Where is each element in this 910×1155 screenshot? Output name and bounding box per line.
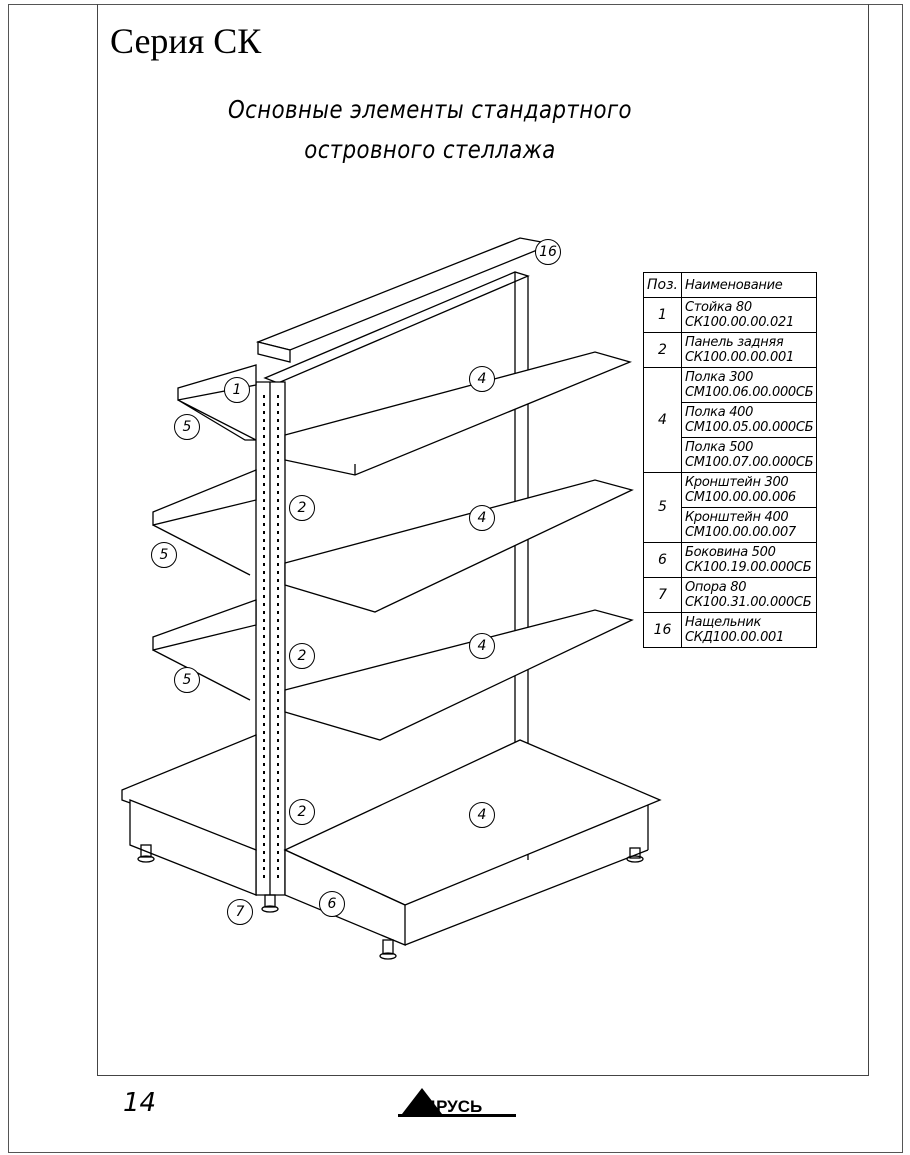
row-pos: 6 [643,542,682,578]
callout-4: 4 [469,505,495,531]
part-code: СК100.19.00.000СБ [685,560,812,575]
page-border [8,4,903,1153]
callout-4: 4 [469,633,495,659]
callout-2: 2 [289,643,315,669]
drawing-frame [97,4,869,1076]
callout-4: 4 [469,802,495,828]
part-name: Полка 400 [685,405,754,420]
table-header: Поз. Наименование [643,272,818,298]
row-pos: 2 [643,332,682,368]
callout-7: 7 [227,899,253,925]
callout-5: 5 [174,414,200,440]
part-code: СМ100.00.00.007 [685,525,796,540]
part-code: СК100.31.00.000СБ [685,595,812,610]
row-pos: 5 [643,472,682,543]
callout-16: 16 [535,239,561,265]
header-name: Наименование [680,272,818,298]
part-name: Стойка 80 [685,300,752,315]
part-name: Панель задняя [685,335,784,350]
part-name: Опора 80 [685,580,747,595]
row-pos: 4 [643,367,682,473]
subtitle-line-1: Основные элементы стандартного [228,95,632,124]
header-pos: Поз. [643,272,682,298]
page-number: 14 [123,1088,157,1118]
subtitle-line-2: островного стеллажа [304,135,556,164]
part-code: СМ100.06.00.000СБ [685,385,814,400]
part-code: СКД100.00.001 [685,630,784,645]
svg-text:ТДРУСЬ: ТДРУСЬ [414,1097,482,1116]
part-name: Полка 500 [685,440,754,455]
callout-6: 6 [319,891,345,917]
part-name: Боковина 500 [685,545,776,560]
row-pos: 7 [643,577,682,613]
callout-1: 1 [224,377,250,403]
part-code: СМ100.07.00.000СБ [685,455,814,470]
part-name: Полка 300 [685,370,754,385]
callout-4: 4 [469,366,495,392]
part-code: СМ100.00.00.006 [685,490,796,505]
series-title: Серия СК [110,21,262,61]
part-name: Кронштейн 300 [685,475,789,490]
callout-2: 2 [289,495,315,521]
part-code: СК100.00.00.001 [685,350,794,365]
callout-5: 5 [151,542,177,568]
callout-2: 2 [289,799,315,825]
callout-5: 5 [174,667,200,693]
part-name: Кронштейн 400 [685,510,789,525]
row-pos: 1 [643,297,682,333]
company-logo: ТДРУСЬ [398,1088,516,1117]
part-name: Нащельник [685,615,762,630]
part-code: СМ100.05.00.000СБ [685,420,814,435]
part-code: СК100.00.00.021 [685,315,794,330]
row-pos: 16 [643,612,682,648]
